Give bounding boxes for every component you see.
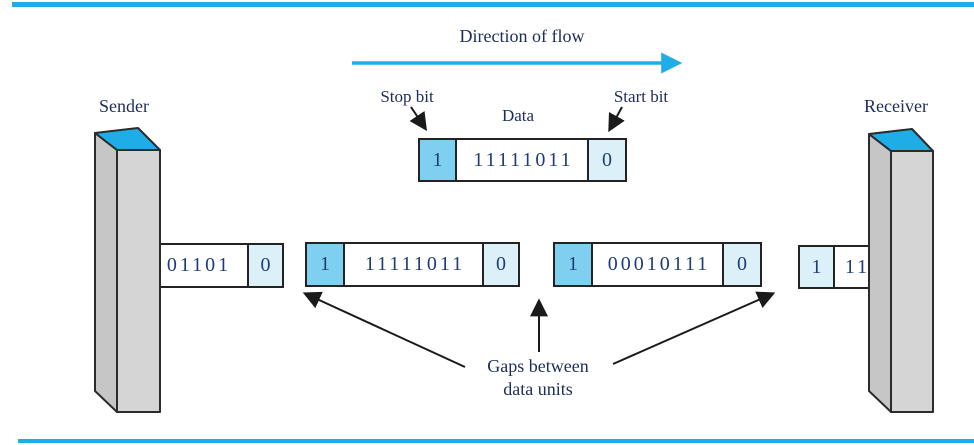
frame-entering-receiver: 1 11 (798, 245, 879, 289)
data-cell: 11111011 (343, 242, 484, 287)
top-rule (12, 2, 974, 7)
receiver-tower-front (890, 150, 934, 413)
data-label: Data (501, 106, 535, 125)
sender-tower-side (94, 132, 118, 413)
start-bit-pointer-arrow (608, 106, 625, 133)
start-bit-cell: 0 (587, 138, 627, 182)
stop-bit-cell: 1 (418, 138, 457, 182)
stop-bit-label: Stop bit (380, 87, 434, 106)
frame-data-unit-2: 1 00010111 0 (553, 242, 762, 287)
sender-label: Sender (99, 96, 149, 116)
frame-data-unit-1: 1 11111011 0 (305, 242, 520, 287)
receiver-tower-top (868, 128, 934, 152)
gaps-label-line1: Gaps between (487, 356, 589, 376)
gap-arrow-right (612, 291, 776, 365)
stop-bit-cell: 1 (553, 242, 593, 287)
gap-arrow-left (302, 291, 466, 368)
data-cell: 11 (833, 245, 879, 289)
stop-bit-cell: 1 (798, 245, 835, 289)
bottom-rule (18, 439, 974, 443)
frame-leaving-sender: 01101 0 (148, 243, 284, 288)
stop-bit-pointer-arrow (409, 106, 427, 131)
sender-tower-top (94, 127, 161, 151)
start-bit-cell: 0 (247, 243, 284, 288)
start-bit-label: Start bit (613, 87, 669, 106)
stop-bit-cell: 1 (305, 242, 345, 287)
data-cell: 01101 (148, 243, 249, 288)
start-bit-cell: 0 (722, 242, 762, 287)
receiver-label: Receiver (864, 96, 928, 116)
direction-of-flow-label: Direction of flow (459, 26, 585, 46)
gaps-label: Gaps between data units (448, 355, 628, 401)
frame-top-detail: 1 11111011 0 (418, 138, 627, 182)
data-cell: 00010111 (591, 242, 724, 287)
data-cell: 11111011 (455, 138, 589, 182)
gaps-label-line2: data units (503, 379, 573, 399)
start-bit-cell: 0 (482, 242, 520, 287)
